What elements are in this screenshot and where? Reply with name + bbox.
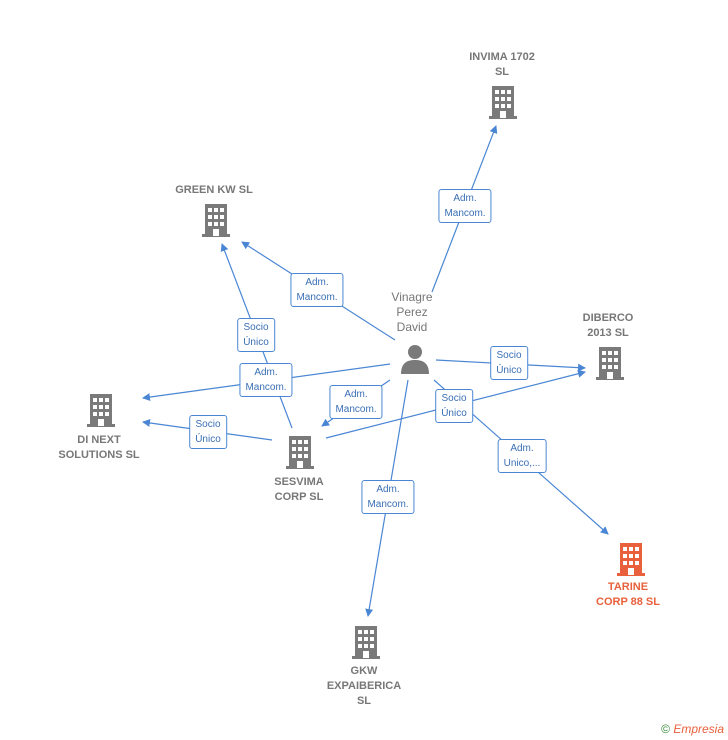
person-label[interactable]: Vinagre Perez David xyxy=(391,290,433,334)
edge-label-gkw: Adm. Mancom. xyxy=(361,480,415,514)
brand-logo[interactable]: Empresia xyxy=(673,722,724,736)
edge-label-diberco: Socio Único xyxy=(490,346,528,380)
building-icon[interactable] xyxy=(87,394,115,427)
edge-label-sesvima-green: Socio Único xyxy=(237,318,275,352)
node-label-green[interactable]: GREEN KW SL xyxy=(175,184,253,196)
edge-label-dinext-person: Adm. Mancom. xyxy=(239,363,293,397)
node-label-diberco[interactable]: DIBERCO 2013 SL xyxy=(582,312,634,339)
edge-label-green: Adm. Mancom. xyxy=(290,273,344,307)
building-icon-highlight[interactable] xyxy=(617,543,645,576)
building-icon[interactable] xyxy=(352,626,380,659)
building-icon[interactable] xyxy=(202,204,230,237)
person-icon[interactable] xyxy=(401,345,429,374)
node-label-dinext[interactable]: DI NEXT SOLUTIONS SL xyxy=(58,434,140,461)
edge-label-tarine: Adm. Unico,... xyxy=(497,439,547,473)
building-icon[interactable] xyxy=(596,347,624,380)
node-label-gkw[interactable]: GKW EXPAIBERICA SL xyxy=(326,665,402,707)
node-label-invima[interactable]: INVIMA 1702 SL xyxy=(469,51,535,78)
building-icon[interactable] xyxy=(286,436,314,469)
edge-label-sesvima-dinext: Socio Único xyxy=(189,415,227,449)
edge-label-sesvima-diberco: Socio Único xyxy=(435,389,473,423)
node-label-tarine[interactable]: TARINE CORP 88 SL xyxy=(596,581,660,608)
footer: © Empresia xyxy=(661,722,724,736)
node-label-sesvima[interactable]: SESVIMA CORP SL xyxy=(274,476,324,503)
building-icon[interactable] xyxy=(489,86,517,119)
copyright-icon: © xyxy=(661,722,670,736)
edge-label-sesvima-person: Adm. Mancom. xyxy=(329,385,383,419)
edge-label-invima: Adm. Mancom. xyxy=(438,189,492,223)
